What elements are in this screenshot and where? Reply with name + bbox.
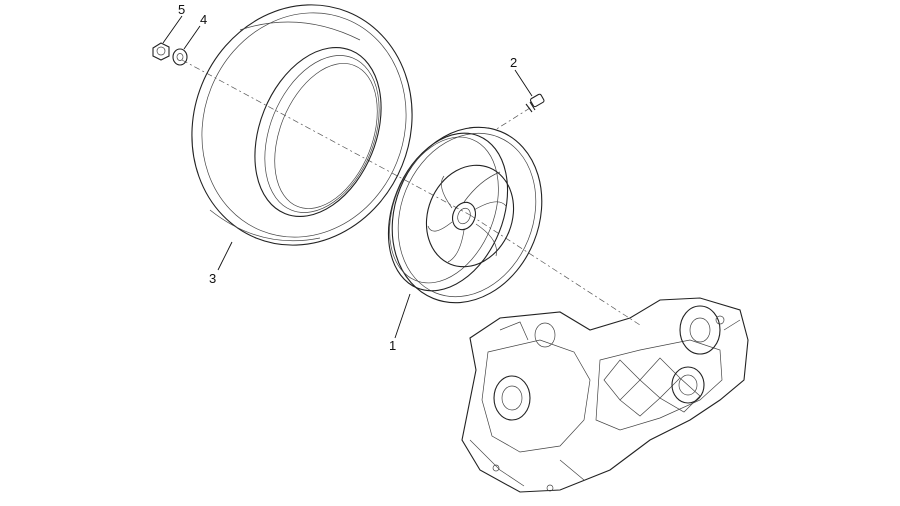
valve-centerline: [494, 107, 531, 131]
leader-line-1: [394, 293, 411, 339]
tyre-icon: [191, 4, 413, 246]
callout-4: 4: [200, 12, 207, 27]
callout-5: 5: [178, 2, 185, 17]
leader-line-2: [514, 69, 533, 97]
engine-housing-icon: [461, 297, 749, 493]
callout-3: 3: [209, 271, 216, 286]
valve-icon: [525, 93, 545, 113]
leader-line-4: [183, 25, 201, 50]
leader-line-5: [162, 15, 183, 44]
callout-1: 1: [389, 338, 396, 353]
nut-icon: [152, 42, 170, 61]
callout-2: 2: [510, 55, 517, 70]
leader-line-3: [217, 241, 233, 271]
wheel-rim-icon: [387, 126, 543, 304]
washer-icon: [172, 48, 188, 66]
